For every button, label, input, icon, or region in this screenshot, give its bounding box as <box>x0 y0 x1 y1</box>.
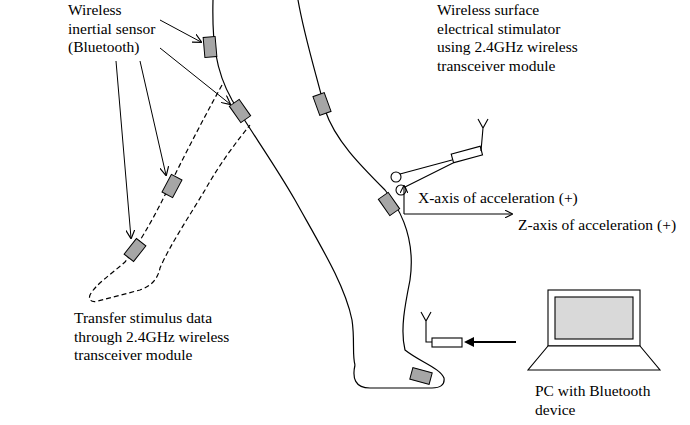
inertial-sensor <box>410 368 432 385</box>
x-axis-arrow <box>403 186 404 214</box>
leader-arrow <box>160 20 201 42</box>
axis-label: X-axis of acceleration (+) <box>418 189 578 208</box>
data-transfer-arrow <box>466 341 516 343</box>
transfer-label: Transfer stimulus data through 2.4GHz wi… <box>74 309 242 365</box>
transceiver-module <box>432 338 462 347</box>
electrode-wire <box>405 163 453 187</box>
axis-label: Z-axis of acceleration (+) <box>518 216 676 235</box>
laptop-display <box>555 297 633 339</box>
leader-arrow <box>116 61 131 238</box>
laptop-screen <box>548 290 640 346</box>
inertial-sensor <box>229 99 250 122</box>
swing-leg-outline <box>89 85 250 302</box>
stimulator-label: Wireless surface electrical stimulator u… <box>437 1 589 75</box>
stimulator-module <box>451 146 482 162</box>
sensor-label: Wireless inertial sensor (Bluetooth) <box>68 1 164 57</box>
stance-leg-back-outline <box>213 0 355 365</box>
inertial-sensor <box>313 93 331 116</box>
pc-label: PC with Bluetooth device <box>535 382 681 419</box>
leader-arrow <box>140 61 166 175</box>
z-axis-arrow <box>404 213 512 214</box>
stimulator-antenna <box>478 119 488 151</box>
inertial-sensor <box>203 37 217 58</box>
leader-arrow <box>160 48 230 104</box>
inertial-sensor <box>124 238 146 261</box>
electrode <box>391 172 401 182</box>
laptop-keyboard <box>528 346 660 370</box>
inertial-sensor <box>378 192 399 215</box>
inertial-sensor <box>162 174 182 197</box>
transceiver-antenna <box>421 312 432 342</box>
